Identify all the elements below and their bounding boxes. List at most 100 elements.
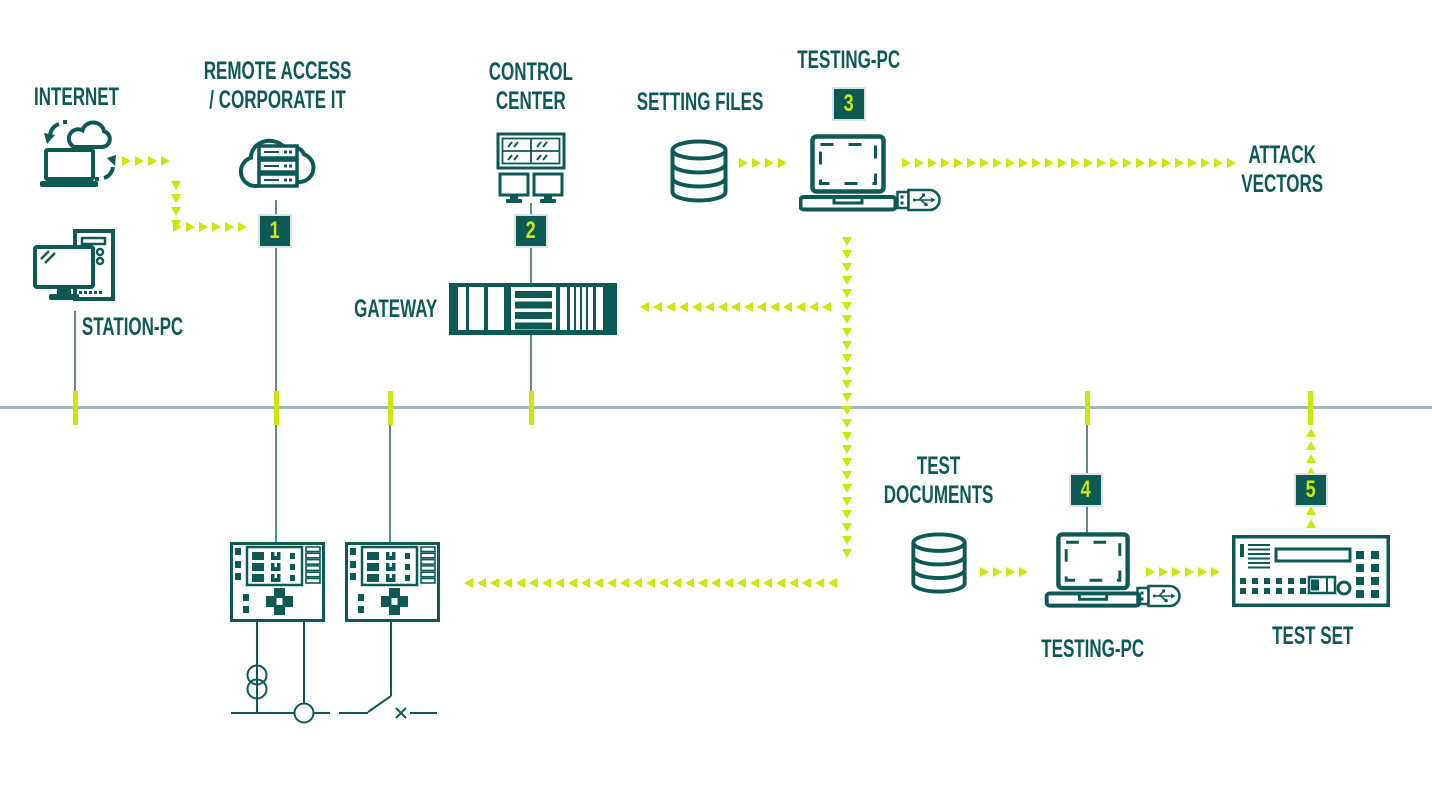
arrowhead-icon xyxy=(993,158,1002,168)
arrowhead-icon xyxy=(1110,158,1119,168)
arrowhead-icon xyxy=(1006,567,1015,577)
laptop-cloud-sync-icon xyxy=(37,114,121,192)
attack-vectors-label: ATTACK VECTORS xyxy=(1241,141,1323,198)
arrowhead-icon xyxy=(1201,158,1210,168)
flow-setting-files-to-pc xyxy=(739,158,787,168)
arrowhead-icon xyxy=(731,302,740,312)
arrowhead-icon xyxy=(212,222,221,232)
arrowhead-icon xyxy=(902,158,911,168)
primary-circuit-symbols xyxy=(220,618,450,730)
arrowhead-icon xyxy=(718,302,727,312)
arrowhead-icon xyxy=(135,156,144,166)
desktop-tower-icon xyxy=(33,229,119,311)
arrowhead-icon xyxy=(1071,158,1080,168)
arrowhead-icon xyxy=(928,158,937,168)
arrowhead-icon xyxy=(796,302,805,312)
bus-tick-remote-access xyxy=(274,391,279,425)
testing-pc-top-label: TESTING-PC xyxy=(797,46,901,74)
database-icon xyxy=(668,139,730,203)
test-documents-label: TEST DOCUMENTS xyxy=(884,452,994,509)
arrowhead-icon xyxy=(842,393,852,402)
arrowhead-icon xyxy=(503,578,512,588)
arrowhead-icon xyxy=(171,181,181,190)
arrowhead-icon xyxy=(1172,567,1181,577)
arrowhead-icon xyxy=(802,578,811,588)
arrowhead-icon xyxy=(1006,158,1015,168)
arrowhead-icon xyxy=(705,302,714,312)
internet-label: INTERNET xyxy=(33,83,119,111)
connector-testing-pc-bottom xyxy=(1086,407,1088,533)
arrowhead-icon xyxy=(1227,158,1236,168)
arrowhead-icon xyxy=(776,578,785,588)
arrowhead-icon xyxy=(915,158,924,168)
arrowhead-icon xyxy=(542,578,551,588)
arrowhead-icon xyxy=(980,158,989,168)
connector-relay2 xyxy=(389,407,391,543)
arrowhead-icon xyxy=(581,578,590,588)
arrowhead-icon xyxy=(171,207,181,216)
arrowhead-icon xyxy=(1045,158,1054,168)
test-set-label: TEST SET xyxy=(1272,622,1354,650)
arrowhead-icon xyxy=(757,302,766,312)
arrowhead-icon xyxy=(225,222,234,232)
protection-relay-icon xyxy=(345,542,440,622)
setting-files-label: SETTING FILES xyxy=(636,88,764,116)
arrowhead-icon xyxy=(842,250,852,259)
video-wall-monitors-icon xyxy=(496,132,566,204)
bus-tick-station-pc xyxy=(73,391,78,425)
arrowhead-icon xyxy=(1019,567,1028,577)
testing-pc-bottom-label: TESTING-PC xyxy=(1041,635,1145,663)
arrowhead-icon xyxy=(1058,158,1067,168)
arrowhead-icon xyxy=(842,510,852,519)
arrowhead-icon xyxy=(640,302,649,312)
connector-remote-access-relay1 xyxy=(275,200,277,543)
database-icon xyxy=(908,532,970,594)
flow-internet-out xyxy=(122,156,170,166)
arrowhead-icon xyxy=(980,567,989,577)
arrowhead-icon xyxy=(1306,467,1316,476)
arrowhead-icon xyxy=(659,578,668,588)
connector-gateway-bus xyxy=(530,334,532,407)
arrowhead-icon xyxy=(672,578,681,588)
badge-3: 3 xyxy=(832,87,866,121)
arrowhead-icon xyxy=(620,578,629,588)
arrowhead-icon xyxy=(1146,567,1155,577)
arrowhead-icon xyxy=(1185,567,1194,577)
arrowhead-icon xyxy=(739,158,748,168)
arrowhead-icon xyxy=(1214,158,1223,168)
arrowhead-icon xyxy=(199,222,208,232)
arrowhead-icon xyxy=(783,302,792,312)
arrowhead-icon xyxy=(815,578,824,588)
arrowhead-icon xyxy=(1306,428,1316,437)
arrowhead-icon xyxy=(1084,158,1093,168)
arrowhead-icon xyxy=(842,471,852,480)
arrowhead-icon xyxy=(1306,454,1316,463)
arrowhead-icon xyxy=(633,578,642,588)
usb-stick-icon xyxy=(1136,583,1184,609)
arrowhead-icon xyxy=(822,302,831,312)
arrowhead-icon xyxy=(568,578,577,588)
usb-stick-icon xyxy=(896,187,944,213)
arrowhead-icon xyxy=(941,158,950,168)
arrowhead-icon xyxy=(666,302,675,312)
arrowhead-icon xyxy=(752,158,761,168)
arrowhead-icon xyxy=(1019,158,1028,168)
remote-access-label: REMOTE ACCESS / CORPORATE IT xyxy=(204,57,352,114)
arrowhead-icon xyxy=(842,263,852,272)
arrowhead-icon xyxy=(555,578,564,588)
arrowhead-icon xyxy=(148,156,157,166)
arrowhead-icon xyxy=(1149,158,1158,168)
arrowhead-icon xyxy=(477,578,486,588)
arrowhead-icon xyxy=(490,578,499,588)
arrowhead-icon xyxy=(842,315,852,324)
arrowhead-icon xyxy=(1162,158,1171,168)
flow-pc-to-attack-vectors xyxy=(902,158,1236,168)
arrowhead-icon xyxy=(692,302,701,312)
arrowhead-icon xyxy=(967,158,976,168)
arrowhead-icon xyxy=(238,222,247,232)
rack-gateway-icon xyxy=(449,283,617,335)
station-pc-label: STATION-PC xyxy=(82,313,184,341)
arrowhead-icon xyxy=(646,578,655,588)
arrowhead-icon xyxy=(186,222,195,232)
arrowhead-icon xyxy=(744,302,753,312)
